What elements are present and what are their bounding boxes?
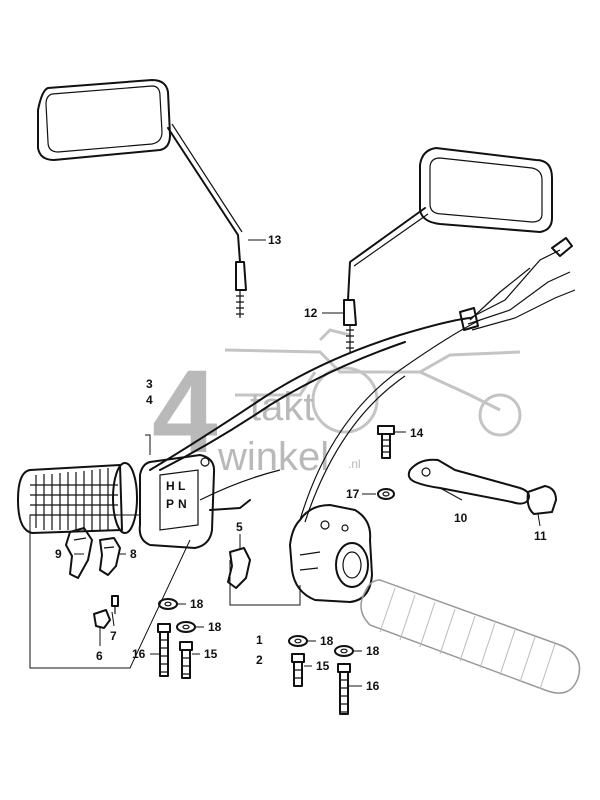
callout-14: 14 [410,426,424,440]
callout-1: 1 [256,633,263,647]
watermark-suffix: .nl [348,457,361,471]
left-grip [17,462,138,534]
right-switch-housing [289,504,373,603]
callout-16-left: 16 [132,647,146,661]
part-10-lever [407,458,530,505]
part-17-nut [377,488,395,500]
callout-4: 4 [146,393,153,407]
right-grip [360,579,581,694]
switch-mark-p: P [166,497,174,511]
switch-knob-9 [65,527,93,579]
part-11-cover [526,485,557,515]
callout-11: 11 [534,529,547,543]
part-7-screw [111,595,119,614]
bolt-16-right [337,663,351,715]
part-6-clip [93,609,111,629]
callout-15-left: 15 [204,647,218,661]
switch-mark-n: N [178,497,187,511]
right-mirror [343,147,553,352]
callout-8: 8 [130,547,137,561]
callout-18-c: 18 [320,634,334,648]
bolt-15-right [291,653,305,687]
part-14-bolt [377,425,395,459]
watermark-word-takt: takt [250,385,314,429]
switch-mark-l: L [178,479,185,493]
callout-5: 5 [236,520,243,534]
watermark-motorcycle-outline [224,328,522,437]
bolt-15-left [179,641,193,679]
washer-18-b [176,621,196,633]
callout-13: 13 [268,233,282,247]
callout-labels: 1 2 3 4 5 6 7 8 9 10 11 12 13 14 15 15 1… [55,233,547,693]
callout-15-right: 15 [316,659,330,673]
switch-mark-h: H [166,479,175,493]
washer-18-d [334,645,354,657]
bolt-16-left [157,623,171,677]
callout-2: 2 [256,653,263,667]
switch-knob-8 [99,537,121,576]
callout-6: 6 [96,649,103,663]
callout-7: 7 [110,629,117,643]
callout-18-a: 18 [190,597,204,611]
callout-9: 9 [55,547,62,561]
callout-16-right: 16 [366,679,380,693]
callout-17: 17 [346,487,360,501]
callout-18-d: 18 [366,644,380,658]
callout-12: 12 [304,306,318,320]
left-mirror [37,79,247,318]
washer-18-a [158,598,178,610]
callout-10: 10 [454,511,468,525]
washer-18-c [288,635,308,647]
left-switch-housing: H L P N [138,454,251,549]
leader-lines [74,239,541,687]
part-5-knob [227,547,251,589]
cable-bundle [149,237,576,523]
callout-3: 3 [146,377,153,391]
callout-18-b: 18 [208,620,222,634]
